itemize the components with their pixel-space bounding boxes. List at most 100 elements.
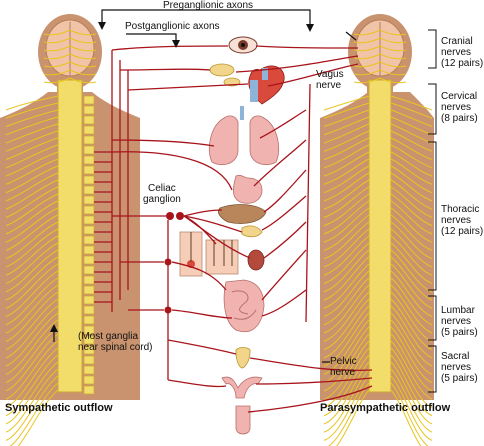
spinal-nerve-branch [17,389,59,446]
postganglionic-axons-label: Postganglionic axons [125,21,220,32]
chain-ganglion [83,285,95,295]
spinal-nerve-branch [390,130,433,152]
spinal-nerve-branch [390,291,433,342]
chain-ganglion [83,235,95,245]
axon-path [267,63,359,87]
spinal-nerve-branch [323,109,370,127]
axon-path [183,215,243,233]
spinal-nerve-branch [323,333,370,392]
nerve-group-bracket [428,29,437,69]
lumbar-nerves-label: Lumbar nerves (5 pairs) [441,305,478,338]
spinal-nerve-branch [390,165,433,194]
spinal-nerve-branch [323,326,370,384]
spinal-nerve-branch [390,172,433,202]
pelvic-nerve-label: Pelvic nerve [330,356,357,378]
spinal-nerve-branch [323,151,370,177]
autonomic-axons [94,45,373,413]
spinal-nerve-branch [5,95,59,111]
spinal-nerve-branch [5,347,59,408]
spinal-nerve-branch [390,207,433,243]
spinal-nerve-branch [5,116,59,136]
spinal-nerve-branch [5,305,59,359]
arrow-most-ganglia-icon [50,324,58,332]
spinal-nerve-branch [390,214,433,251]
spinal-nerve-branch [390,389,422,446]
cranial-nerve-branch [69,45,97,52]
spinal-nerve-branch [390,312,433,367]
spinal-nerve-branch [5,214,59,251]
cranial-nerve-branch [379,45,407,52]
chain-ganglion [83,365,95,375]
spinal-nerve-branch [390,200,433,235]
spinal-nerve-branch [323,123,370,144]
spinal-nerve-branch [323,249,370,293]
axon-path [167,379,227,388]
spinal-nerve-branch [323,277,370,326]
axon-path [247,385,373,413]
skin-hair-icon [179,231,239,277]
cranial-nerve-branch [43,53,71,60]
axon-path [171,261,227,291]
spinal-nerve-branch [323,95,370,111]
cranial-nerve-branch [353,45,381,52]
spinal-nerve-branch [323,137,370,161]
spinal-nerve-branch [323,256,370,301]
spinal-nerve-branch [5,228,59,268]
chain-ganglion [83,155,95,165]
chain-ganglion [83,385,95,395]
spinal-nerve-branch [5,277,59,326]
celiac-ganglion-label: Celiac ganglion [143,183,181,205]
chain-ganglion [83,125,95,135]
cranial-nerve-branch [43,29,71,36]
axon-path [235,55,359,73]
axon-path [261,289,307,317]
chain-ganglion [83,345,95,355]
axon-path [119,68,211,71]
spinal-nerve-branch [390,354,433,417]
spinal-nerve-branch [390,284,433,334]
chain-ganglion [83,325,95,335]
thoracic-nerves-label: Thoracic nerves (12 pairs) [441,204,484,237]
spinal-nerve-branch [323,235,370,276]
spinal-nerve-branch [390,319,433,375]
arrow-preganglionic-left-icon [98,22,106,30]
leader-lines [50,9,357,363]
spinal-nerve-branch [390,193,433,227]
cranial-nerve-branch [43,61,71,68]
spinal-nerve-branch [323,312,370,367]
cranial-nerve-branch [379,69,407,76]
chain-ganglion [83,215,95,225]
most-ganglia-label: (Most ganglia near spinal cord) [78,331,153,353]
spinal-nerve-branch [323,291,370,342]
cranial-nerve-branch [353,69,381,76]
spinal-nerve-branch [5,200,59,235]
eye-icon [228,36,258,54]
spinal-nerve-branch [5,172,59,202]
spinal-nerve-branch [323,284,370,334]
spinal-nerve-branch [323,305,370,359]
chain-ganglion [83,195,95,205]
spinal-nerve-branch [5,130,59,152]
spinal-nerve-branch [323,193,370,227]
spinal-nerve-branch [5,102,59,119]
spinal-nerve-branch [390,347,433,408]
left-spinal-cord [57,79,83,393]
cranial-nerve-branch [43,69,71,76]
spinal-nerve-branch [323,130,370,152]
spinal-nerve-branch [323,340,370,400]
cranial-nerve-branch [379,29,407,36]
spinal-nerve-branch [390,109,433,127]
spinal-nerve-branch [390,235,433,276]
spinal-nerve-branch [390,137,433,161]
spinal-nerve-branch [390,158,433,185]
chain-ganglion [83,135,95,145]
chain-ganglion [83,375,95,385]
reproductive-organs-icon [221,376,263,435]
spinal-nerve-branch [5,151,59,177]
spinal-nerve-branch [390,151,433,177]
chain-ganglion [83,295,95,305]
spinal-nerve-branch [5,375,59,441]
cranial-nerve-branch [69,53,97,60]
spinal-nerve-branch [323,375,370,441]
